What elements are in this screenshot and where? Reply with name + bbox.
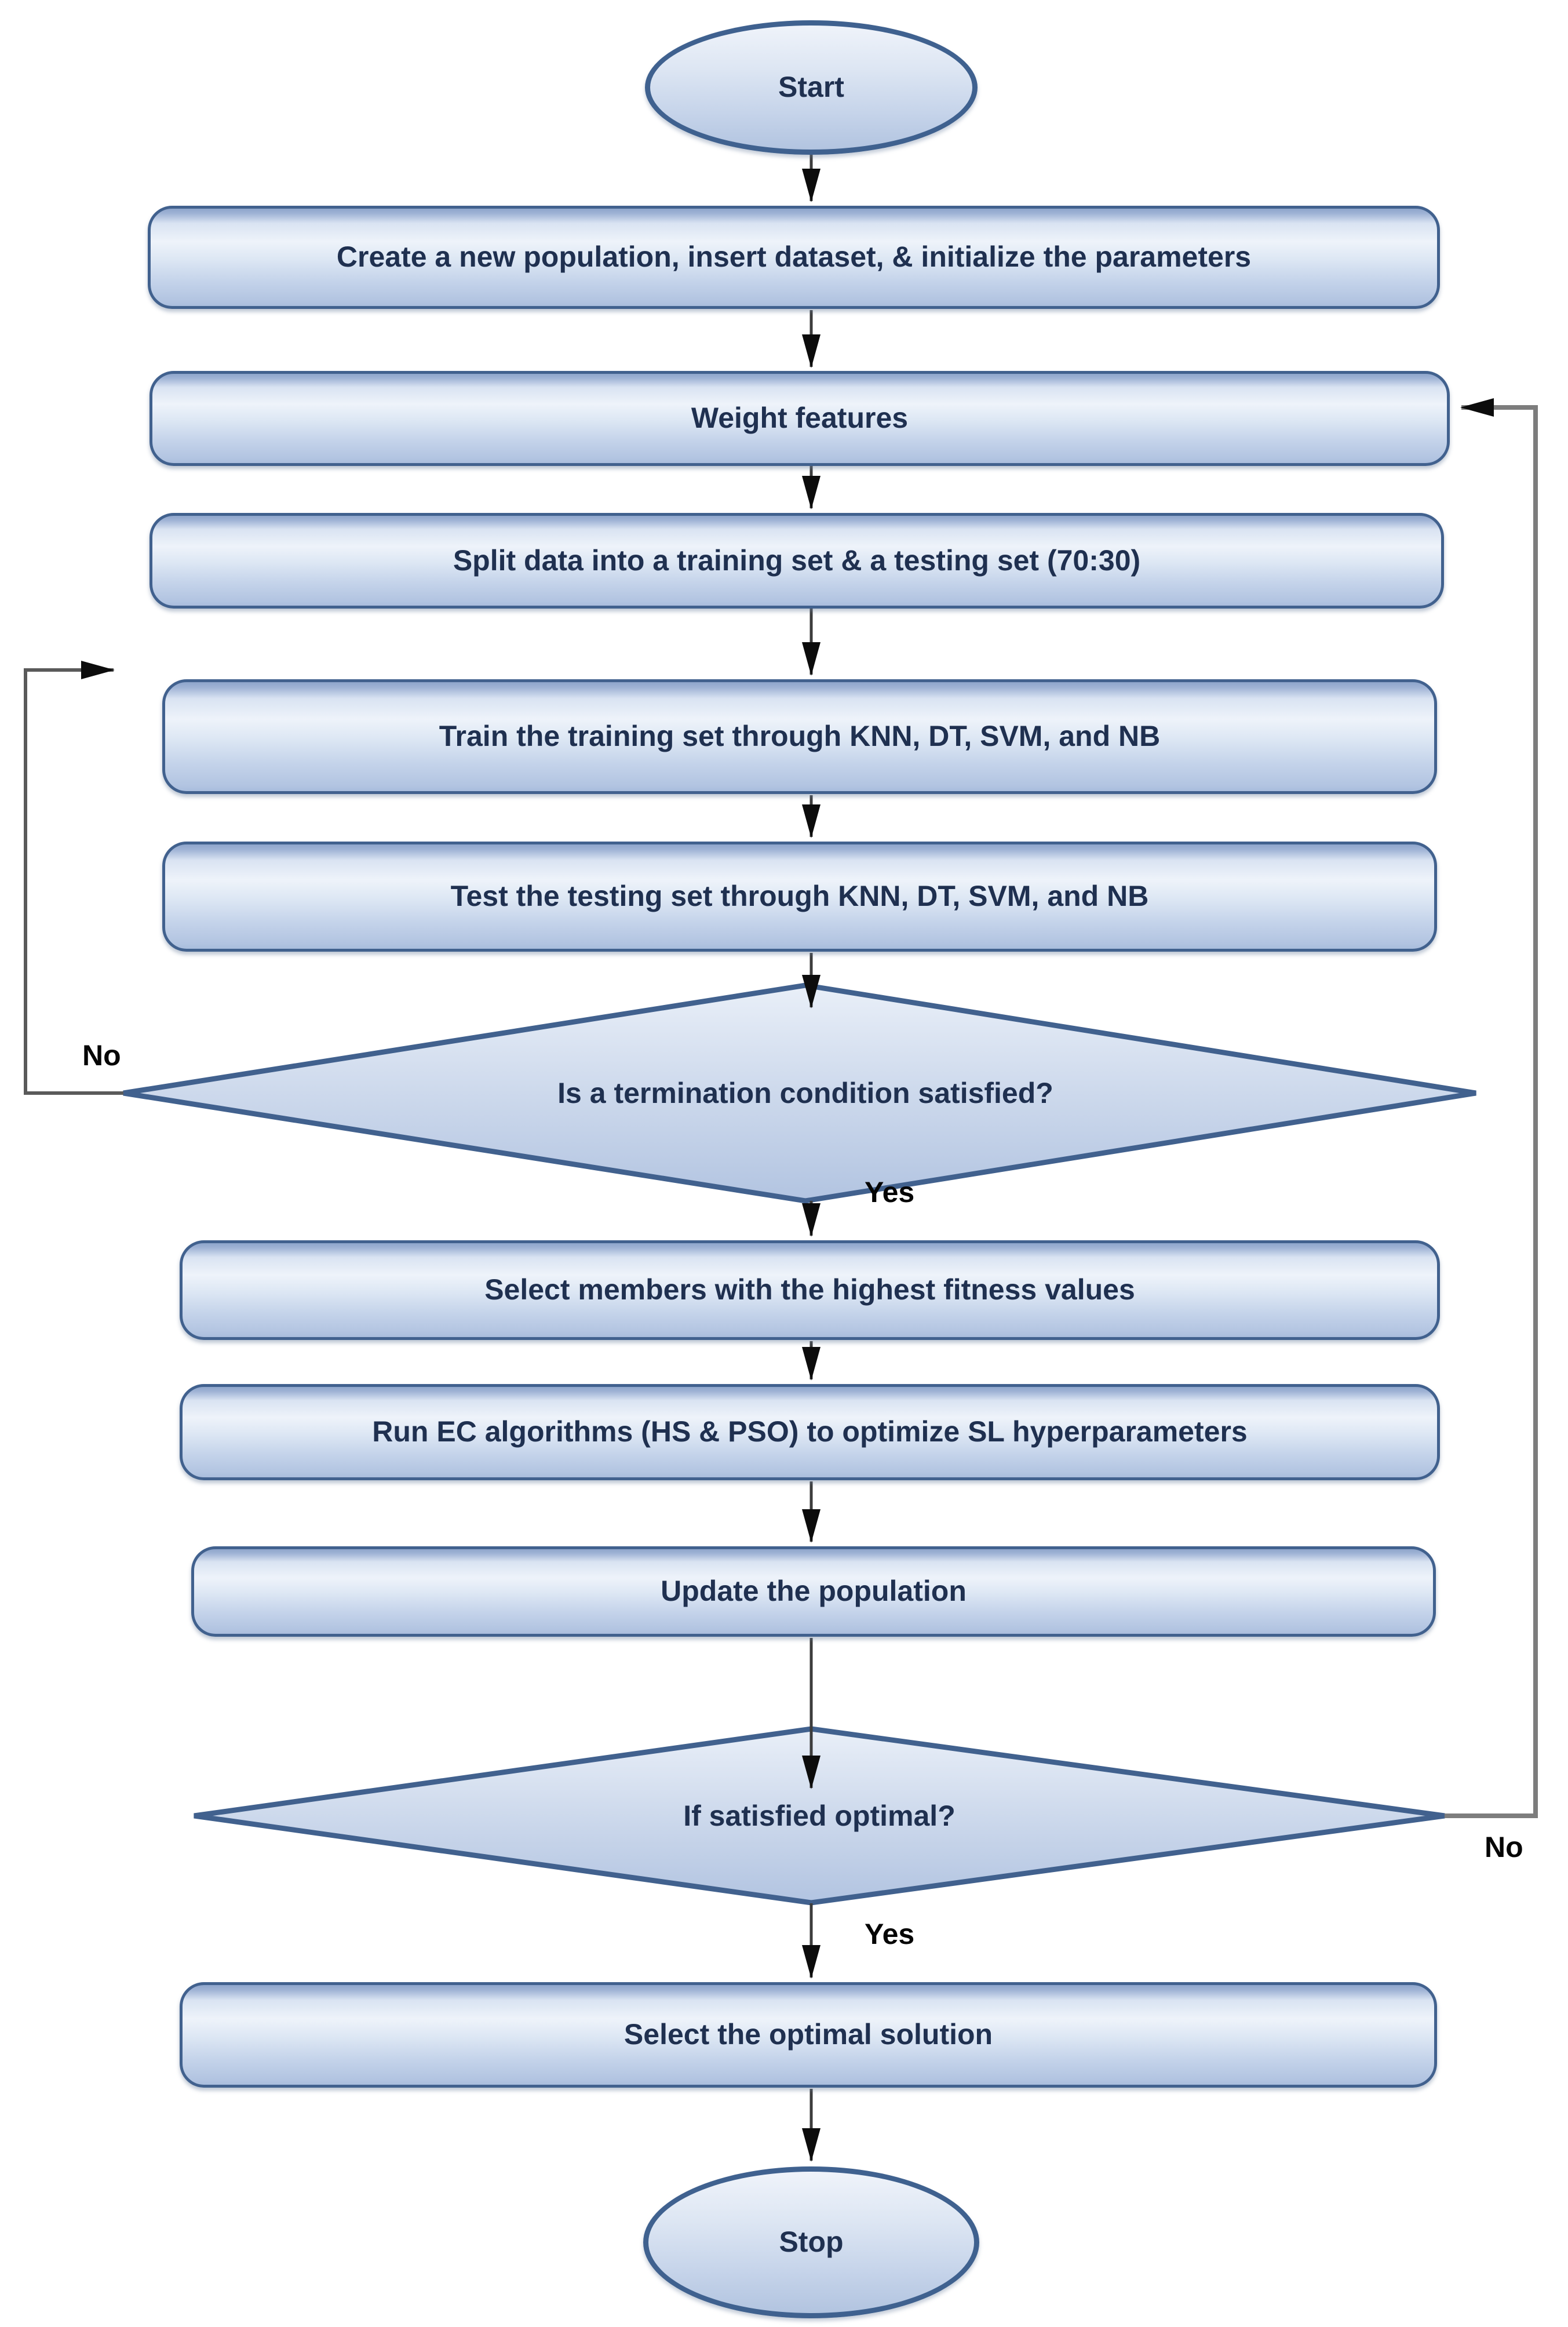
node-stop: Stop bbox=[643, 2166, 979, 2318]
edge-termination-no-loop bbox=[24, 661, 123, 1095]
node-update-population: Update the population bbox=[191, 1546, 1436, 1637]
decision-termination-shape bbox=[123, 982, 1476, 1204]
node-start: Start bbox=[645, 20, 978, 155]
select-members-label: Select members with the highest fitness … bbox=[484, 1273, 1135, 1306]
node-termination-check: Is a termination condition satisfied? bbox=[400, 1058, 1211, 1128]
start-label: Start bbox=[778, 71, 844, 104]
train-set-label: Train the training set through KNN, DT, … bbox=[439, 720, 1161, 753]
test-set-label: Test the testing set through KNN, DT, SV… bbox=[450, 880, 1149, 913]
node-split-data: Split data into a training set & a testi… bbox=[149, 513, 1444, 609]
node-test-set: Test the testing set through KNN, DT, SV… bbox=[162, 842, 1437, 952]
optimal-check-label: If satisfied optimal? bbox=[683, 1800, 956, 1832]
decision-optimal-shape bbox=[194, 1726, 1445, 1906]
node-run-ec: Run EC algorithms (HS & PSO) to optimize… bbox=[180, 1384, 1440, 1480]
create-population-label: Create a new population, insert dataset,… bbox=[336, 241, 1252, 274]
termination-check-label: Is a termination condition satisfied? bbox=[557, 1077, 1053, 1109]
weight-features-label: Weight features bbox=[691, 402, 909, 435]
edge-label-optimal-yes: Yes bbox=[865, 1918, 915, 1950]
split-data-label: Split data into a training set & a testi… bbox=[453, 544, 1141, 577]
edge-label-optimal-no: No bbox=[1485, 1831, 1523, 1863]
node-optimal-check: If satisfied optimal? bbox=[414, 1781, 1225, 1851]
node-select-optimal: Select the optimal solution bbox=[180, 1982, 1437, 2088]
edge-label-termination-yes: Yes bbox=[865, 1176, 915, 1208]
node-create-population: Create a new population, insert dataset,… bbox=[148, 206, 1440, 309]
edge-optimal-no-loop bbox=[1445, 398, 1538, 1818]
node-weight-features: Weight features bbox=[149, 371, 1450, 466]
stop-label: Stop bbox=[779, 2226, 844, 2259]
edge-label-termination-no: No bbox=[82, 1039, 121, 1072]
select-optimal-label: Select the optimal solution bbox=[623, 2018, 993, 2051]
run-ec-label: Run EC algorithms (HS & PSO) to optimize… bbox=[372, 1415, 1248, 1448]
node-train-set: Train the training set through KNN, DT, … bbox=[162, 679, 1437, 794]
node-select-members: Select members with the highest fitness … bbox=[180, 1240, 1440, 1340]
update-population-label: Update the population bbox=[661, 1575, 967, 1608]
